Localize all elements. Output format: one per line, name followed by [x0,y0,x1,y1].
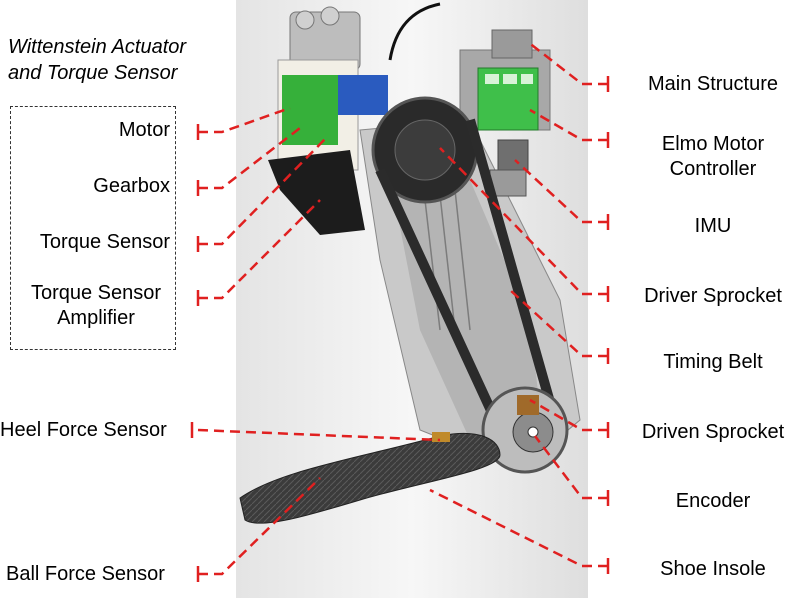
elmo-connectors [485,74,533,84]
label-torque-sensor-amplifier: Torque Sensor Amplifier [18,281,174,331]
imu-block [497,139,529,171]
heel-sensor [432,432,450,442]
label-elmo-controller: Elmo Motor Controller [628,132,798,182]
main-structure-tab [491,29,533,59]
actuator-group-box [10,106,176,350]
label-torque-amp-line2: Amplifier [57,307,135,329]
motor-cable [388,2,441,61]
label-torque-sensor: Torque Sensor [39,231,170,253]
label-timing-belt: Timing Belt [663,351,763,373]
label-motor: Motor [118,119,170,141]
label-torque-amp-line1: Torque Sensor [30,282,162,304]
label-main-structure: Main Structure [647,73,779,95]
label-driver-sprocket: Driver Sprocket [644,285,782,307]
label-gearbox: Gearbox [93,175,170,197]
label-elmo-line2: Controller [669,158,757,180]
motor-green-panel [282,75,338,145]
label-elmo-line1: Elmo Motor [661,133,765,155]
label-driven-sprocket: Driven Sprocket [641,421,785,443]
group-title-line1: Wittenstein Actuator [8,36,187,58]
group-title-line2: and Torque Sensor [8,62,178,84]
label-heel-force-sensor: Heel Force Sensor [0,419,167,441]
label-ball-force-sensor: Ball Force Sensor [6,563,165,585]
label-imu: IMU [694,215,732,237]
label-encoder: Encoder [675,490,751,512]
label-shoe-insole: Shoe Insole [660,558,766,580]
group-title: Wittenstein Actuator and Torque Sensor [8,34,186,86]
